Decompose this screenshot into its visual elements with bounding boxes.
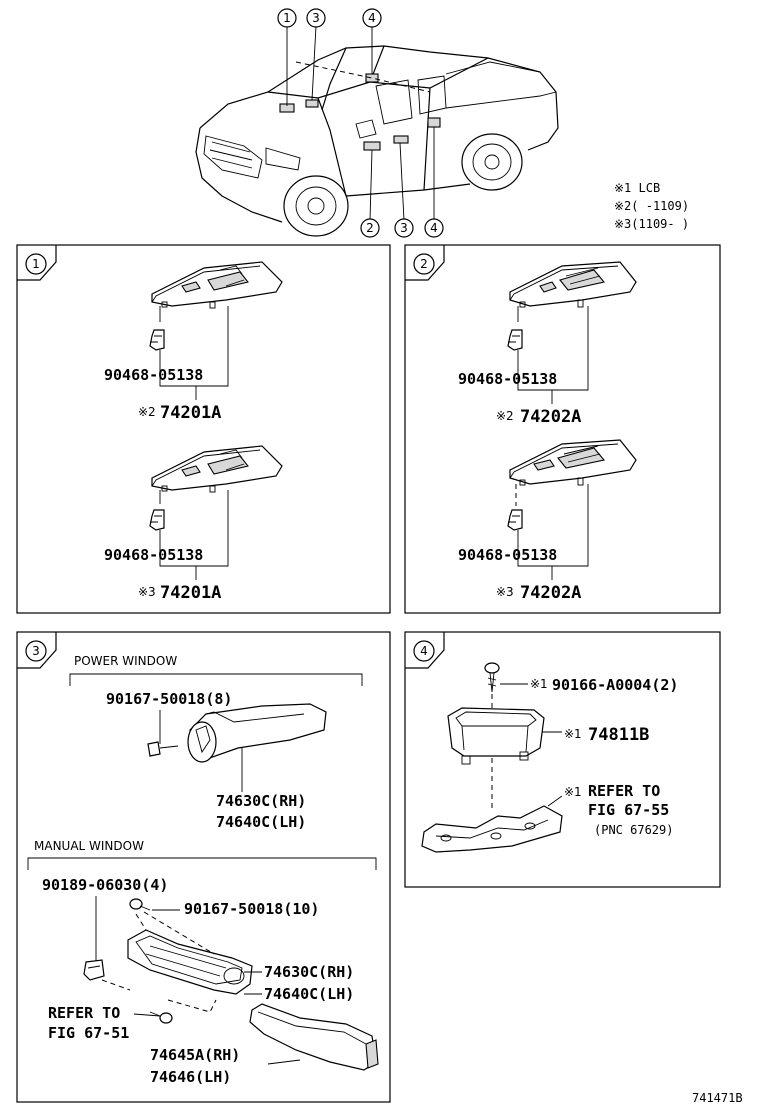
legend-notes: ※1 LCB ※2( -1109) ※3(1109- ) xyxy=(614,181,689,231)
callout-number: 4 xyxy=(368,11,376,25)
label-panel2-clip-top: 90468-05138 xyxy=(458,370,557,388)
callout-number: 1 xyxy=(283,11,291,25)
callout-number: 4 xyxy=(430,221,438,235)
callout-number: 3 xyxy=(312,11,320,25)
label-panel2-prefix-bottom: ※3 xyxy=(496,585,514,599)
manual-window-handle xyxy=(127,929,253,995)
panel-4: 4 ※1 90166-A0004(2) ※1 74811B xyxy=(404,631,721,888)
label-panel1-prefix-bottom: ※3 xyxy=(138,585,156,599)
switch-base-bottom xyxy=(151,445,283,493)
callout-circle xyxy=(424,218,444,238)
label-panel1-prefix-top: ※2 xyxy=(138,405,156,419)
tray-box xyxy=(447,707,545,765)
clip-top xyxy=(149,329,165,351)
handle-cover xyxy=(249,1003,379,1071)
label-panel4-refer-fig: FIG 67-55 xyxy=(588,801,669,819)
panel-2: 2 90468-05138 ※2 74202A xyxy=(404,244,721,614)
truck-illustration xyxy=(195,45,559,237)
panel-1: 1 90468-05138 ※2 74201A xyxy=(16,244,391,614)
label-panel2-part-top: 74202A xyxy=(520,407,581,427)
clip-bottom xyxy=(507,509,523,531)
label-panel2-clip-bottom: 90468-05138 xyxy=(458,546,557,564)
switch-base-top xyxy=(151,261,283,309)
callout-circle xyxy=(360,218,380,238)
label-panel4-refer-pnc: (PNC 67629) xyxy=(594,823,673,837)
label-panel4-screw-prefix: ※1 xyxy=(530,677,548,691)
label-manual-rh: 74630C(RH) xyxy=(264,963,354,981)
label-manual-screw: 90167-50018(10) xyxy=(184,900,319,918)
label-refer-to: REFER TO xyxy=(48,1004,120,1022)
label-manual-clip: 90189-06030(4) xyxy=(42,876,168,894)
note-lcb: ※1 LCB xyxy=(614,181,660,195)
bracket xyxy=(421,805,563,853)
callout-number: 2 xyxy=(366,221,374,235)
label-cover-rh: 74645A(RH) xyxy=(150,1046,240,1064)
label-panel1-clip-bottom: 90468-05138 xyxy=(104,546,203,564)
manual-screw-bottom xyxy=(149,1011,173,1024)
label-power-screw: 90167-50018(8) xyxy=(106,690,232,708)
callout-circle xyxy=(306,8,326,28)
label-panel2-part-bottom: 74202A xyxy=(520,583,581,603)
panel-number: 1 xyxy=(32,257,40,271)
label-panel4-part-prefix: ※1 xyxy=(564,727,582,741)
label-panel2-prefix-top: ※2 xyxy=(496,409,514,423)
switch-base-top xyxy=(509,261,637,308)
label-manual-window: MANUAL WINDOW xyxy=(34,839,144,853)
callout-circle xyxy=(394,218,414,238)
label-panel4-refer-prefix: ※1 xyxy=(564,785,582,799)
screw-icon xyxy=(147,741,179,757)
panel-3: 3 POWER WINDOW 90167-50018(8) 74630C(RH)… xyxy=(16,631,391,1103)
switch-base-bottom xyxy=(509,439,637,486)
label-power-rh: 74630C(RH) xyxy=(216,792,306,810)
panel-number: 2 xyxy=(420,257,428,271)
screw-icon xyxy=(484,662,500,693)
note-before-1109: ※2( -1109) xyxy=(614,199,689,213)
label-power-lh: 74640C(LH) xyxy=(216,813,306,831)
clip-bottom xyxy=(149,509,165,531)
note-after-1109: ※3(1109- ) xyxy=(614,217,689,231)
label-panel4-screw: 90166-A0004(2) xyxy=(552,676,678,694)
manual-clip xyxy=(83,959,105,981)
label-panel4-part: 74811B xyxy=(588,725,649,745)
power-window-handle xyxy=(187,703,327,763)
callout-number: 3 xyxy=(400,221,408,235)
callout-circle xyxy=(362,8,382,28)
label-panel1-part-bottom: 74201A xyxy=(160,583,221,603)
label-refer-fig: FIG 67-51 xyxy=(48,1024,129,1042)
callout-circle xyxy=(277,8,297,28)
label-panel1-part-top: 74201A xyxy=(160,403,221,423)
label-panel4-refer-to: REFER TO xyxy=(588,782,660,800)
panel-number: 3 xyxy=(32,644,40,658)
label-power-window: POWER WINDOW xyxy=(74,654,177,668)
manual-screw-top xyxy=(129,898,151,911)
panel-number: 4 xyxy=(420,644,428,658)
label-panel1-clip-top: 90468-05138 xyxy=(104,366,203,384)
figure-id: 741471B xyxy=(692,1091,743,1105)
label-manual-lh: 74640C(LH) xyxy=(264,985,354,1003)
clip-top xyxy=(507,329,523,351)
overview-callouts: 1 3 4 2 3 4 xyxy=(277,8,444,238)
label-cover-lh: 74646(LH) xyxy=(150,1068,231,1086)
